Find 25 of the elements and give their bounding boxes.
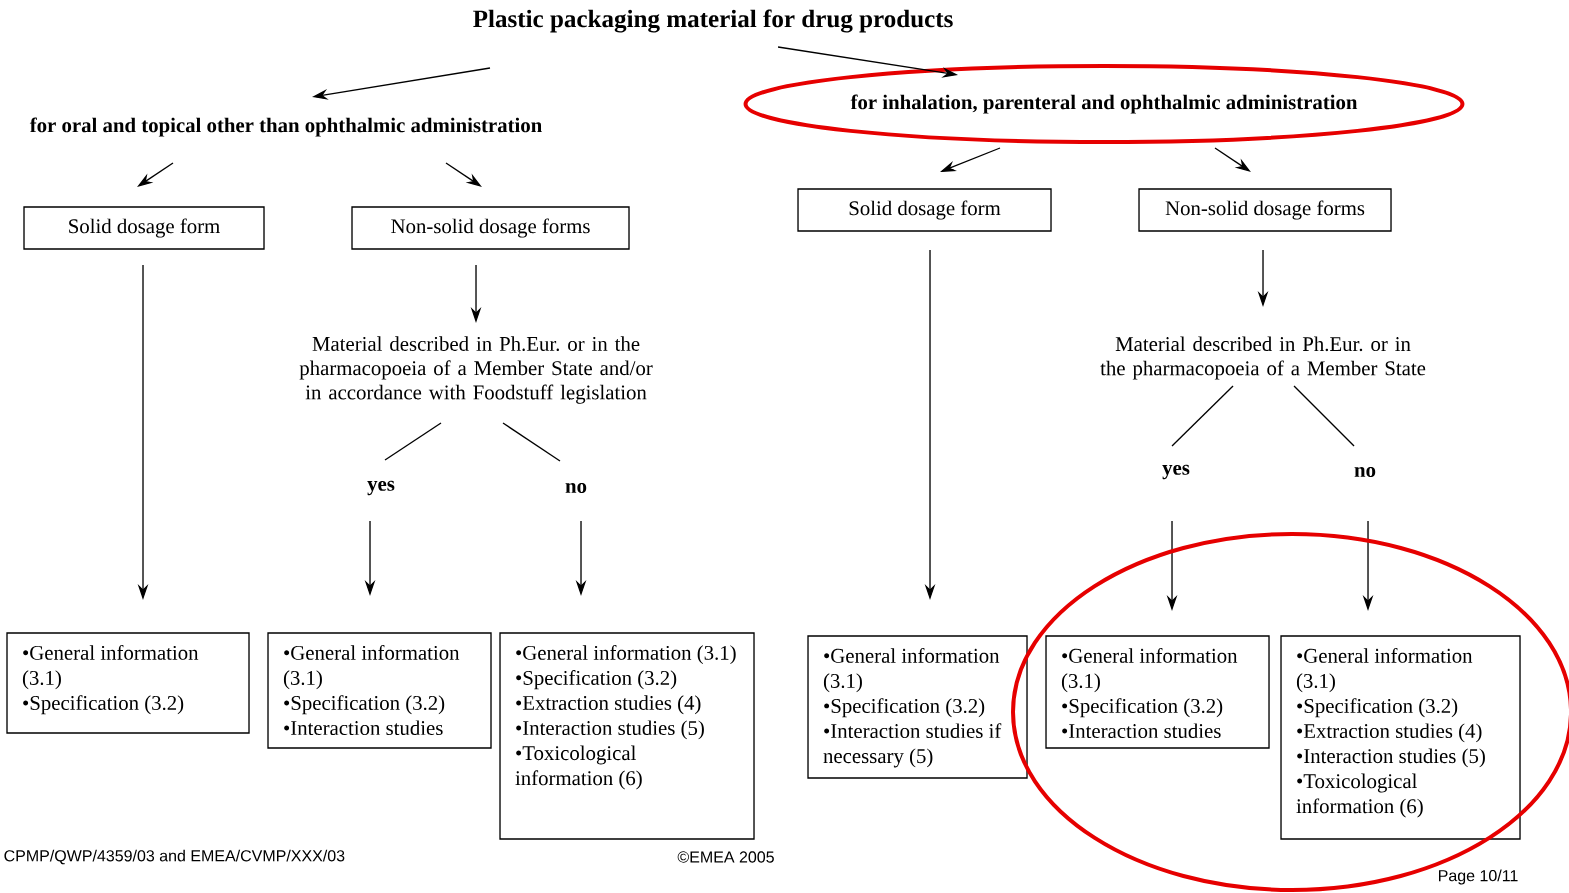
branch-label: yes	[367, 480, 395, 496]
footer-reference: CPMP/QWP/4359/03 and EMEA/CVMP/XXX/03	[4, 849, 345, 865]
decision-text: Material described in Ph.Eur. or in the pharmacopoeia of a Member State and/or in accordance with Foodstuff legislation	[299, 336, 653, 404]
connector-line	[502, 422, 561, 462]
process-box: Non-solid dosage forms	[1138, 188, 1392, 232]
requirements-box: •General information (3.1) •Specification (3.2)	[6, 632, 250, 734]
requirements-box: •General information (3.1) •Specification (3.2) •Interaction studies	[1045, 635, 1270, 749]
decision-text: Material described in Ph.Eur. or in the pharmacopoeia of a Member State	[1100, 336, 1426, 380]
process-box: Non-solid dosage forms	[351, 206, 630, 250]
requirements-box: •General information (3.1) •Specification (3.2) •Interaction studies	[267, 632, 492, 749]
requirements-box: •General information (3.1) •Specification (3.2) •Extraction studies (4) •Interaction studies (5) •Toxicological information (6)	[499, 632, 755, 840]
branch-label: no	[1354, 467, 1376, 477]
process-box: Solid dosage form	[23, 206, 265, 250]
connector-line	[1293, 385, 1355, 447]
title: Plastic packaging material for drug products	[473, 9, 953, 33]
requirements-box: •General information (3.1) •Specification (3.2) •Extraction studies (4) •Interaction studies (5) •Toxicological information (6)	[1280, 635, 1521, 840]
branch-label: yes	[1162, 464, 1190, 480]
connector-line	[384, 422, 442, 461]
connector-line	[1171, 385, 1234, 447]
branch-label: for oral and topical other than ophthalmic administration	[29, 117, 542, 137]
page-number: Page 10/11	[1439, 869, 1518, 885]
copyright-note: ©EMEA 2005	[677, 851, 774, 863]
requirements-box: •General information (3.1) •Specification (3.2) •Interaction studies if necessary (5)	[807, 635, 1028, 779]
branch-label: no	[565, 483, 587, 493]
process-box: Solid dosage form	[797, 188, 1052, 232]
